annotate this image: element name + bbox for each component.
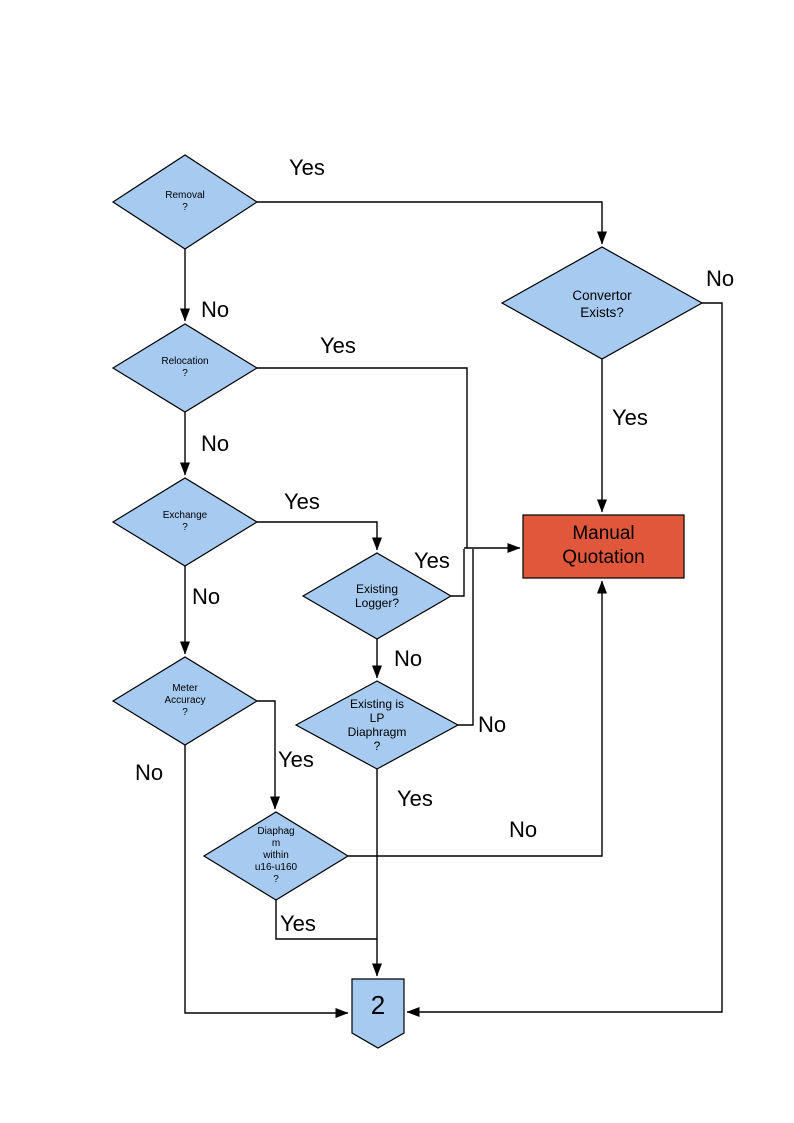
edge-meter-no [184, 745, 349, 1018]
edge-lp-no [458, 549, 474, 726]
edge-convertor-no [406, 302, 723, 1017]
flowchart-edges [180, 201, 723, 1018]
diamond-existing-lp-diaphragm [294, 680, 460, 770]
diamond-meter-accuracy [111, 656, 259, 746]
flowchart-shapes [111, 154, 704, 1049]
diamond-removal [111, 154, 259, 250]
box-manual-quotation [522, 514, 685, 579]
diamond-existing-logger [301, 552, 453, 640]
diamond-diaphragm-within-range [202, 811, 350, 901]
edge-relocation-yes [257, 367, 468, 548]
edge-logger-yes [451, 549, 465, 597]
diamond-convertor-exists [500, 246, 704, 360]
diamond-relocation [111, 323, 259, 413]
edge-meter-yes [257, 700, 280, 810]
edge-removal-yes [257, 201, 607, 245]
diamond-exchange [111, 477, 259, 567]
edge-diaphragm-yes [275, 900, 377, 940]
edge-diaphragm-no [348, 580, 607, 857]
edge-exchange-yes [257, 521, 382, 551]
offpage-connector-shape [351, 978, 405, 1049]
